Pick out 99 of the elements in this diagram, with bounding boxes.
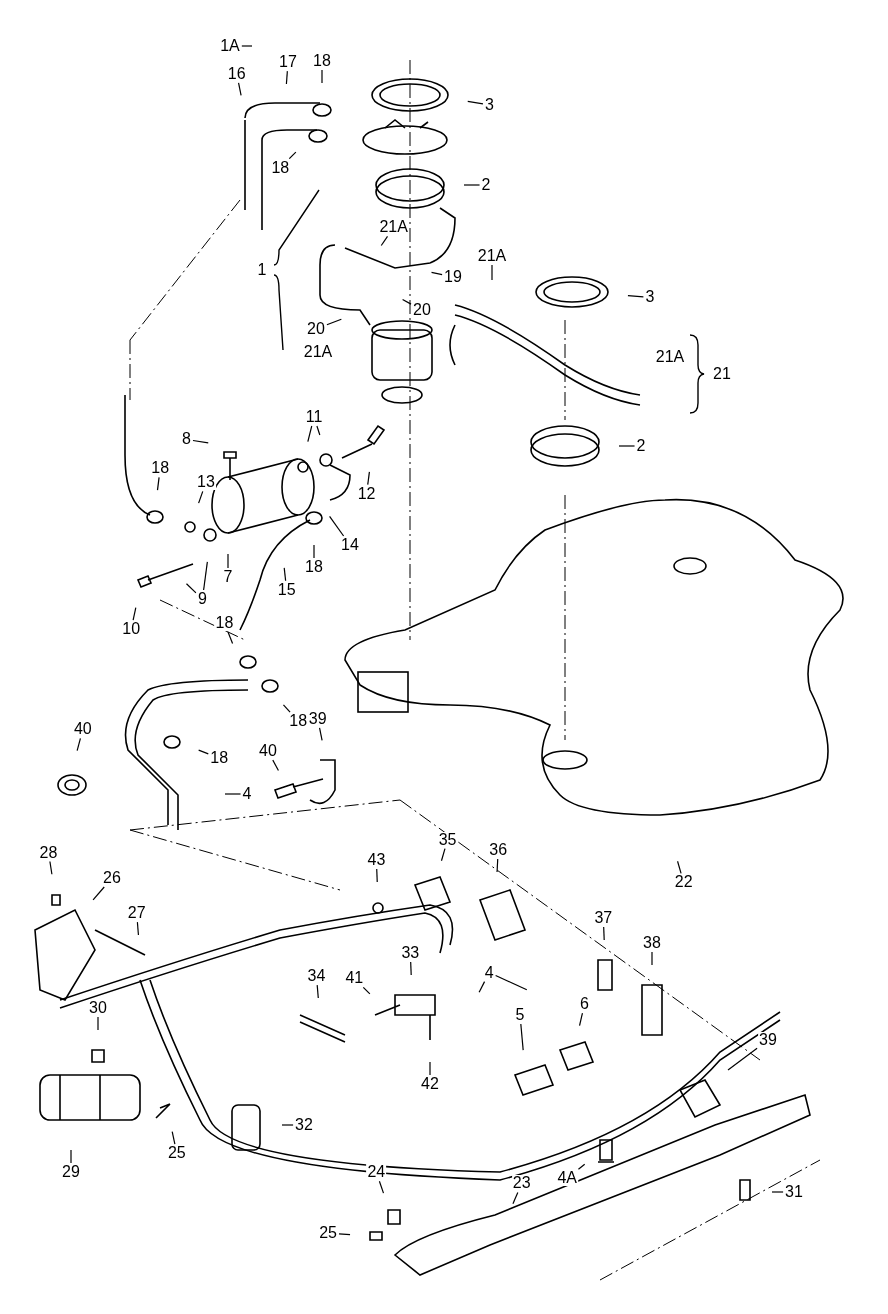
callout-number: 39 xyxy=(307,710,328,727)
leader-line xyxy=(313,544,315,559)
callout-number: 18 xyxy=(304,559,324,575)
callout-number: 12 xyxy=(356,485,377,502)
leader-line xyxy=(429,1061,431,1076)
leader-line xyxy=(463,184,481,186)
callout-number: 21A xyxy=(654,349,686,365)
leader-line xyxy=(282,704,291,713)
leader-line xyxy=(410,961,412,976)
callout-number: 28 xyxy=(38,844,59,861)
leader-line xyxy=(440,848,446,862)
leader-line xyxy=(338,1233,351,1236)
leader-line xyxy=(192,439,209,444)
leader-line xyxy=(478,981,486,993)
leader-line xyxy=(771,1191,784,1193)
callout-number: 42 xyxy=(420,1076,440,1092)
leader-line xyxy=(376,868,378,883)
leader-line xyxy=(198,490,204,504)
leader-line xyxy=(185,583,197,594)
callout-number: 11 xyxy=(304,409,324,425)
callout-number: 30 xyxy=(88,1000,108,1016)
leader-line xyxy=(224,793,242,795)
leader-line xyxy=(362,986,371,995)
callout-number: 9 xyxy=(196,590,208,607)
leader-line xyxy=(49,860,53,875)
leader-line xyxy=(237,82,242,96)
leader-line xyxy=(618,445,636,447)
callout-number: 13 xyxy=(196,474,216,491)
callout-number: 31 xyxy=(784,1184,804,1200)
leader-line xyxy=(603,926,605,941)
leader-line xyxy=(171,1130,176,1145)
callout-number: 4 xyxy=(483,964,495,981)
callout-number: 1 xyxy=(256,262,268,278)
callout-number: 26 xyxy=(102,870,122,886)
leader-line xyxy=(307,425,313,443)
callout-number: 1A xyxy=(219,38,241,54)
callout-number: 43 xyxy=(366,852,387,868)
leader-line xyxy=(321,69,323,84)
leader-line xyxy=(495,974,528,991)
leader-line xyxy=(76,737,81,752)
callout-number: 29 xyxy=(61,1164,81,1180)
leader-line xyxy=(467,100,484,105)
leader-line xyxy=(316,984,319,999)
callout-number: 7 xyxy=(222,569,234,585)
callout-number: 21 xyxy=(712,366,732,382)
leader-line xyxy=(132,606,137,621)
leader-line xyxy=(285,70,288,85)
leader-line xyxy=(496,858,499,873)
leader-line xyxy=(430,271,443,276)
callout-number: 21A xyxy=(302,344,334,360)
callout-number: 5 xyxy=(514,1007,526,1023)
callout-number: 18 xyxy=(214,615,235,631)
leader-line xyxy=(727,1047,758,1071)
leader-line xyxy=(156,476,160,491)
leader-line xyxy=(577,1163,586,1170)
callout-number: 16 xyxy=(226,65,247,82)
leader-line xyxy=(281,1124,294,1126)
leader-line xyxy=(241,45,253,47)
leader-line xyxy=(520,1023,524,1051)
leader-line xyxy=(651,951,653,966)
leader-line xyxy=(92,886,105,901)
callout-number: 18 xyxy=(312,53,332,69)
leader-line xyxy=(283,567,287,582)
callout-number: 4 xyxy=(241,786,253,802)
callout-number: 3 xyxy=(483,96,495,113)
leader-line xyxy=(380,235,389,247)
leader-line xyxy=(288,151,297,160)
leader-line xyxy=(627,295,644,298)
leader-line xyxy=(491,264,493,281)
callout-number: 32 xyxy=(294,1117,314,1133)
callout-number: 39 xyxy=(758,1032,778,1048)
leader-line xyxy=(227,553,229,569)
leader-line xyxy=(329,515,345,537)
leader-line xyxy=(326,318,342,326)
leader-line xyxy=(378,1180,385,1194)
leader-line xyxy=(97,1016,99,1031)
callout-number: 2 xyxy=(635,438,647,454)
leader-line xyxy=(401,298,412,305)
leader-line xyxy=(318,727,323,741)
leader-line xyxy=(578,1012,584,1027)
callout-number: 18 xyxy=(270,159,291,176)
callout-number: 15 xyxy=(276,581,297,598)
leader-line xyxy=(136,921,140,936)
leader-line xyxy=(203,561,208,591)
callout-number: 35 xyxy=(437,831,458,848)
leader-line xyxy=(367,471,370,486)
callout-number: 4A xyxy=(556,1170,578,1187)
callout-number: 14 xyxy=(340,537,360,553)
leader-line xyxy=(272,759,280,772)
callout-number: 2 xyxy=(480,177,492,193)
leader-line xyxy=(227,631,234,645)
callout-number: 21A xyxy=(476,248,508,264)
leader-line xyxy=(316,425,321,436)
leader-line xyxy=(676,860,682,874)
leader-line xyxy=(70,1149,72,1164)
leader-line xyxy=(198,749,209,755)
leader-line xyxy=(512,1191,519,1205)
callout-number: 38 xyxy=(642,935,662,951)
callout-number: 20 xyxy=(306,321,326,337)
